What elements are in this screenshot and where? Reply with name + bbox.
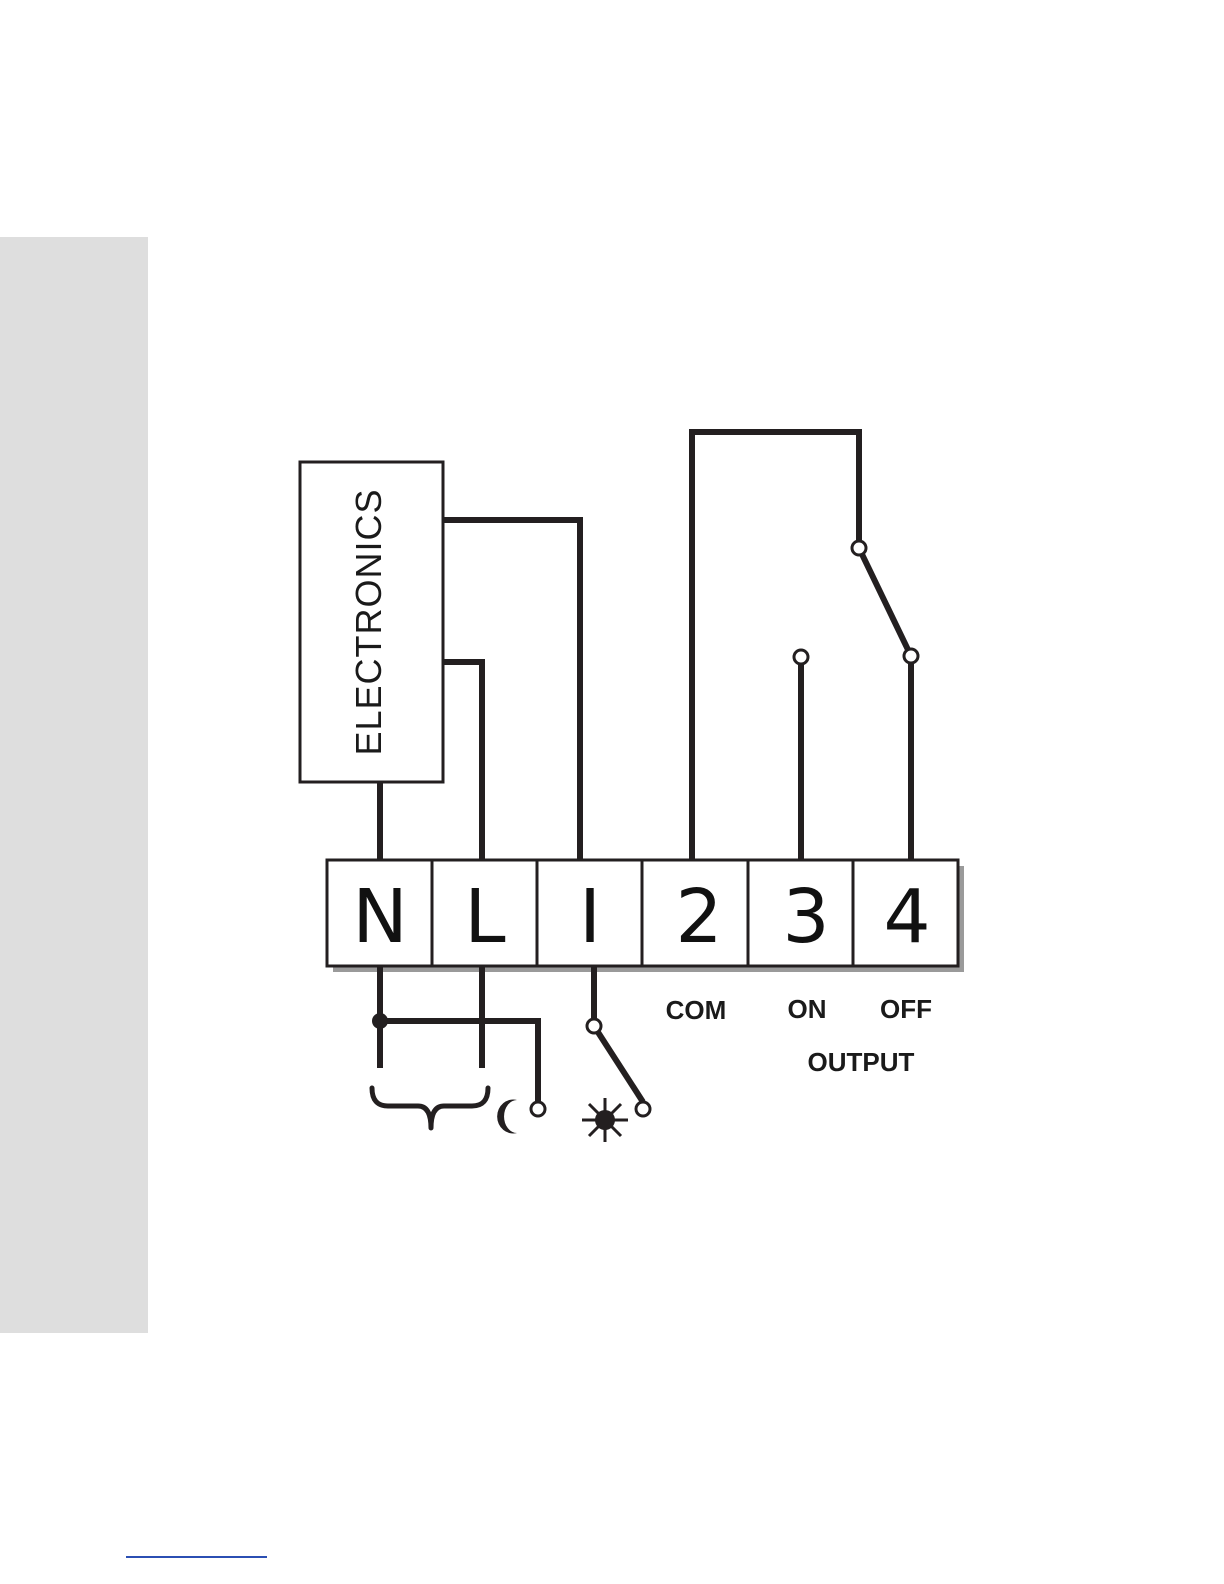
night-contact — [531, 1102, 545, 1116]
label-on: ON — [788, 994, 827, 1024]
label-com: COM — [666, 995, 727, 1025]
input-switch-arm — [594, 1026, 643, 1102]
on-contact — [794, 650, 808, 664]
electronics-label: ELECTRONICS — [348, 488, 389, 755]
day-contact — [636, 1102, 650, 1116]
wire-i-to-electronics — [443, 520, 580, 860]
input-pivot-contact — [587, 1019, 601, 1033]
internal-wiring — [380, 432, 918, 860]
terminal-n: N — [352, 874, 407, 960]
wire-com-to-relay — [692, 432, 859, 860]
label-off: OFF — [880, 994, 932, 1024]
wire-night-contact — [380, 1021, 538, 1101]
terminal-2: 2 — [675, 874, 722, 960]
external-wiring — [372, 966, 650, 1116]
label-output: OUTPUT — [808, 1047, 915, 1077]
junction-dot — [372, 1013, 388, 1029]
relay-switch-arm — [859, 548, 911, 656]
terminal-block: N L I 2 3 4 — [327, 860, 964, 972]
moon-icon — [497, 1100, 517, 1134]
electronics-box: ELECTRONICS — [300, 462, 443, 782]
sun-icon — [582, 1098, 628, 1142]
relay-pivot-contact — [852, 541, 866, 555]
brace-icon — [372, 1088, 488, 1128]
terminal-l: L — [464, 874, 505, 960]
terminal-i: I — [579, 874, 601, 960]
terminal-4: 4 — [883, 874, 930, 960]
terminal-3: 3 — [782, 874, 829, 960]
footer-rule — [126, 1556, 267, 1558]
off-contact — [904, 649, 918, 663]
wire-l-to-electronics — [443, 662, 482, 860]
